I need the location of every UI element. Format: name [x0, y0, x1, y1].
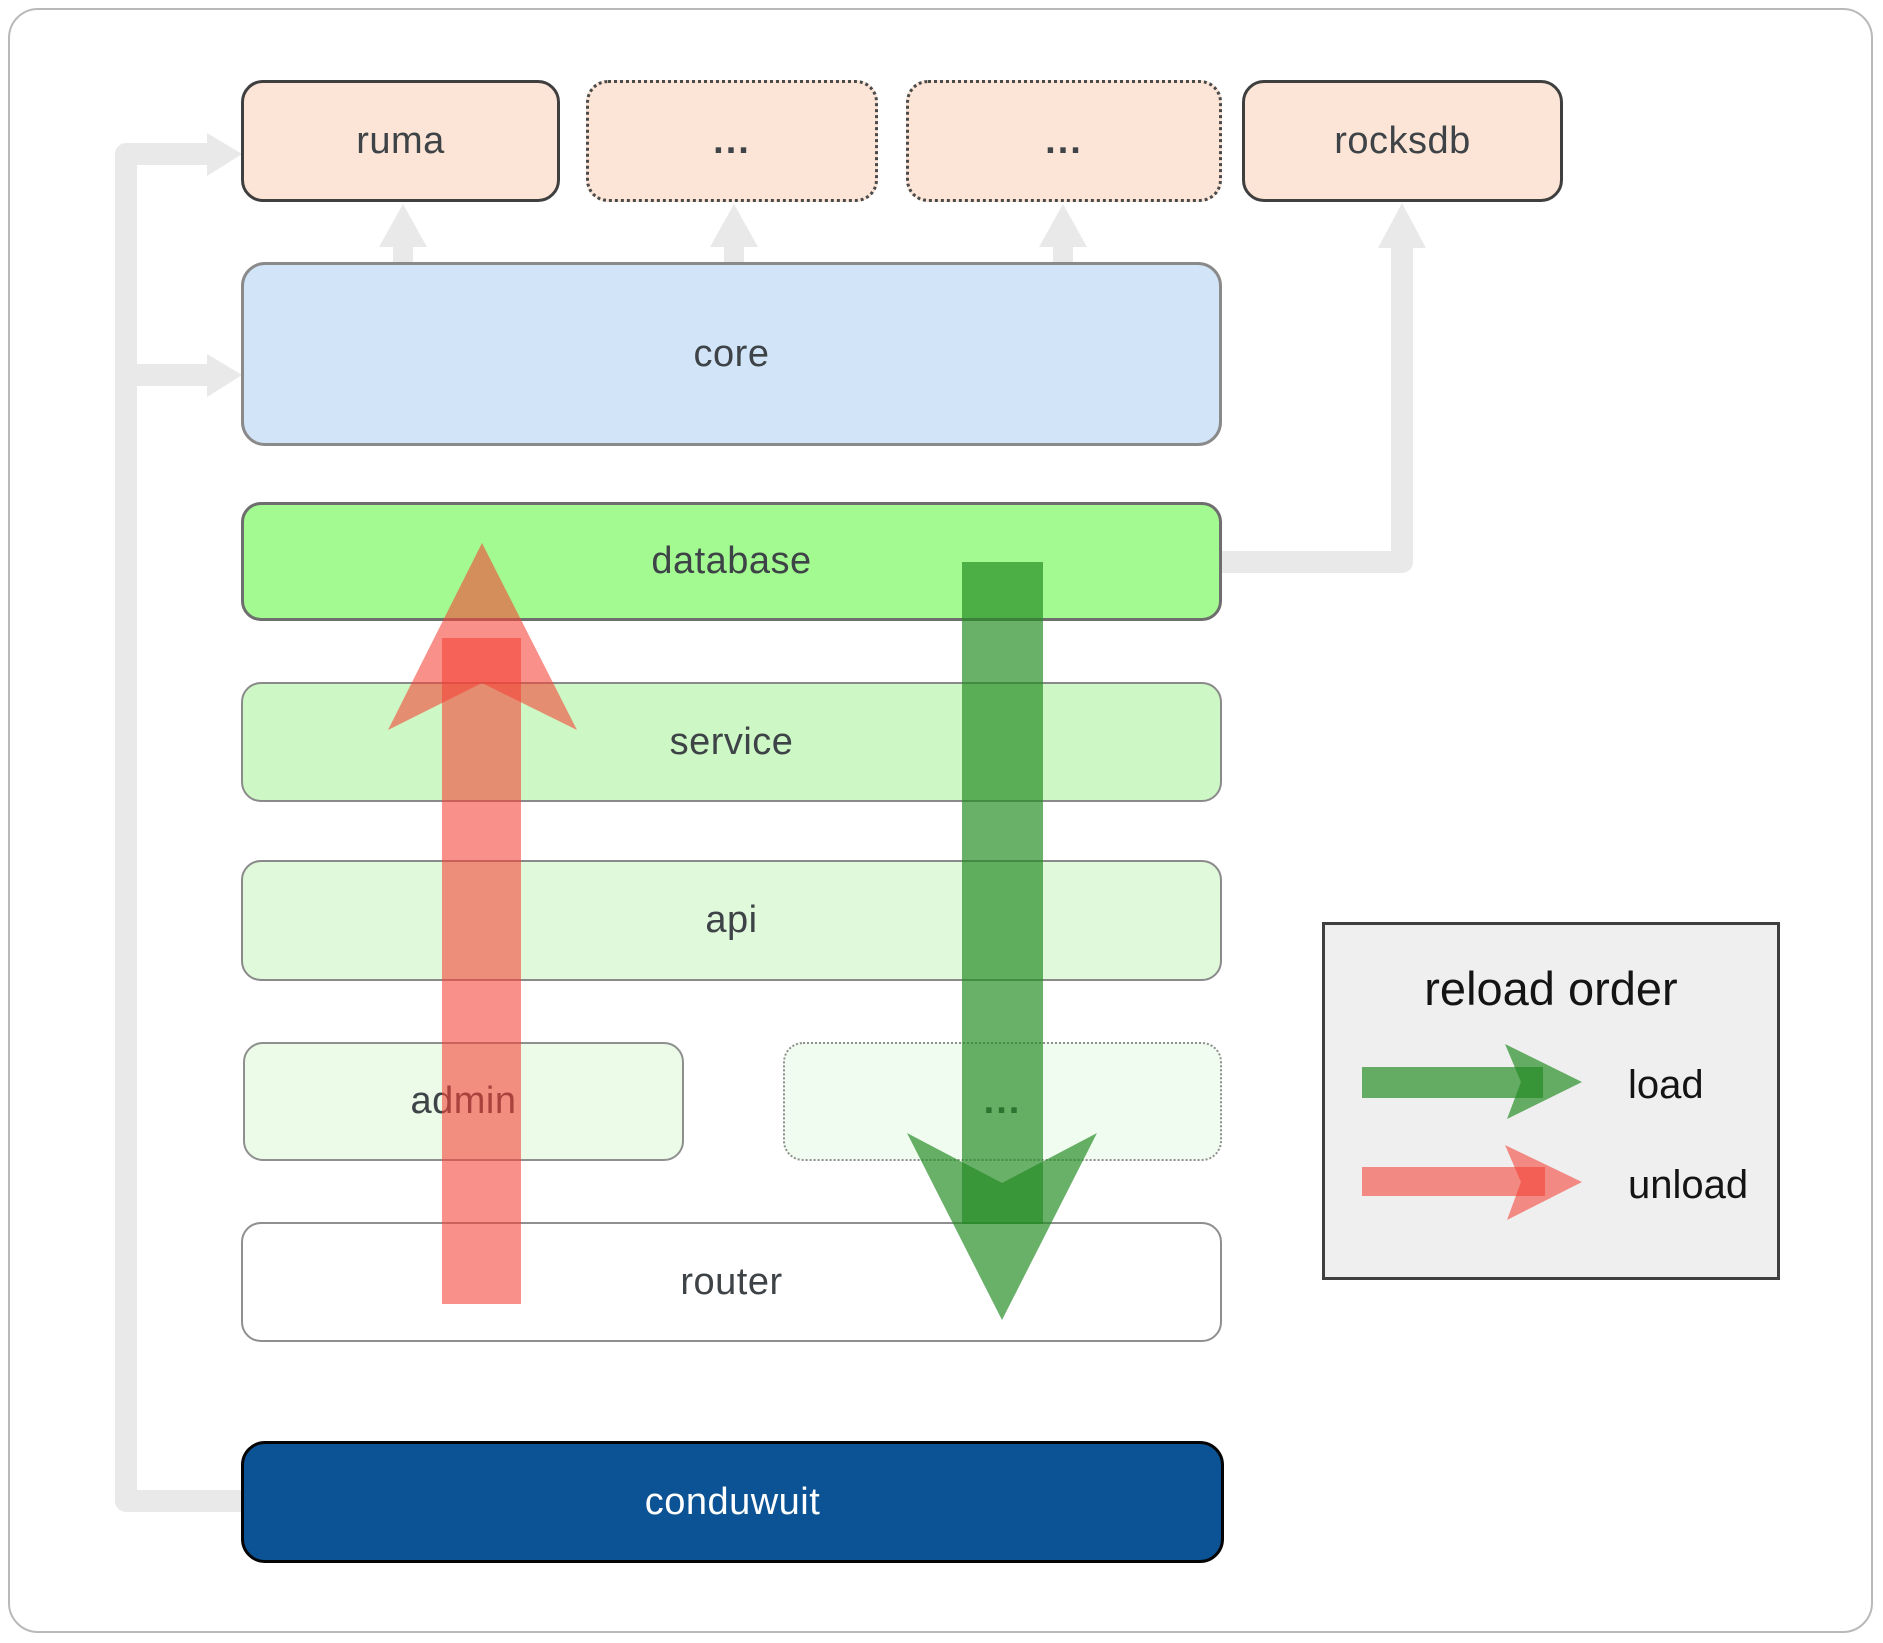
box-router-label: router [680, 1260, 783, 1303]
diagram-outer-frame [8, 8, 1873, 1633]
box-ruma: ruma [241, 80, 560, 202]
box-service-label: service [669, 720, 794, 763]
box-admin-ellipsis: ... [783, 1042, 1222, 1161]
box-ellipsis-right: ... [906, 80, 1222, 202]
box-core: core [241, 262, 1222, 446]
box-admin: admin [243, 1042, 684, 1161]
box-database: database [241, 502, 1222, 621]
box-conduwuit-label: conduwuit [644, 1480, 821, 1523]
legend-title: reload order [1424, 962, 1678, 1015]
box-ellipsis-right-label: ... [1045, 119, 1083, 162]
box-api: api [241, 860, 1222, 981]
box-service: service [241, 682, 1222, 802]
box-api-label: api [705, 899, 758, 941]
box-admin-label: admin [410, 1080, 517, 1122]
box-rocksdb-label: rocksdb [1334, 119, 1471, 162]
box-conduwuit: conduwuit [241, 1441, 1224, 1563]
box-ellipsis-left-label: ... [713, 119, 751, 162]
box-database-label: database [651, 540, 812, 582]
box-admin-ellipsis-label: ... [983, 1080, 1022, 1122]
box-ellipsis-left: ... [586, 80, 878, 202]
box-core-label: core [693, 332, 770, 375]
legend-unload-label: unload [1628, 1163, 1749, 1207]
box-rocksdb: rocksdb [1242, 80, 1563, 202]
box-ruma-label: ruma [356, 119, 445, 162]
legend-reload-order: reload order load unload [1322, 922, 1780, 1280]
legend-load-label: load [1628, 1063, 1704, 1107]
box-router: router [241, 1222, 1222, 1342]
